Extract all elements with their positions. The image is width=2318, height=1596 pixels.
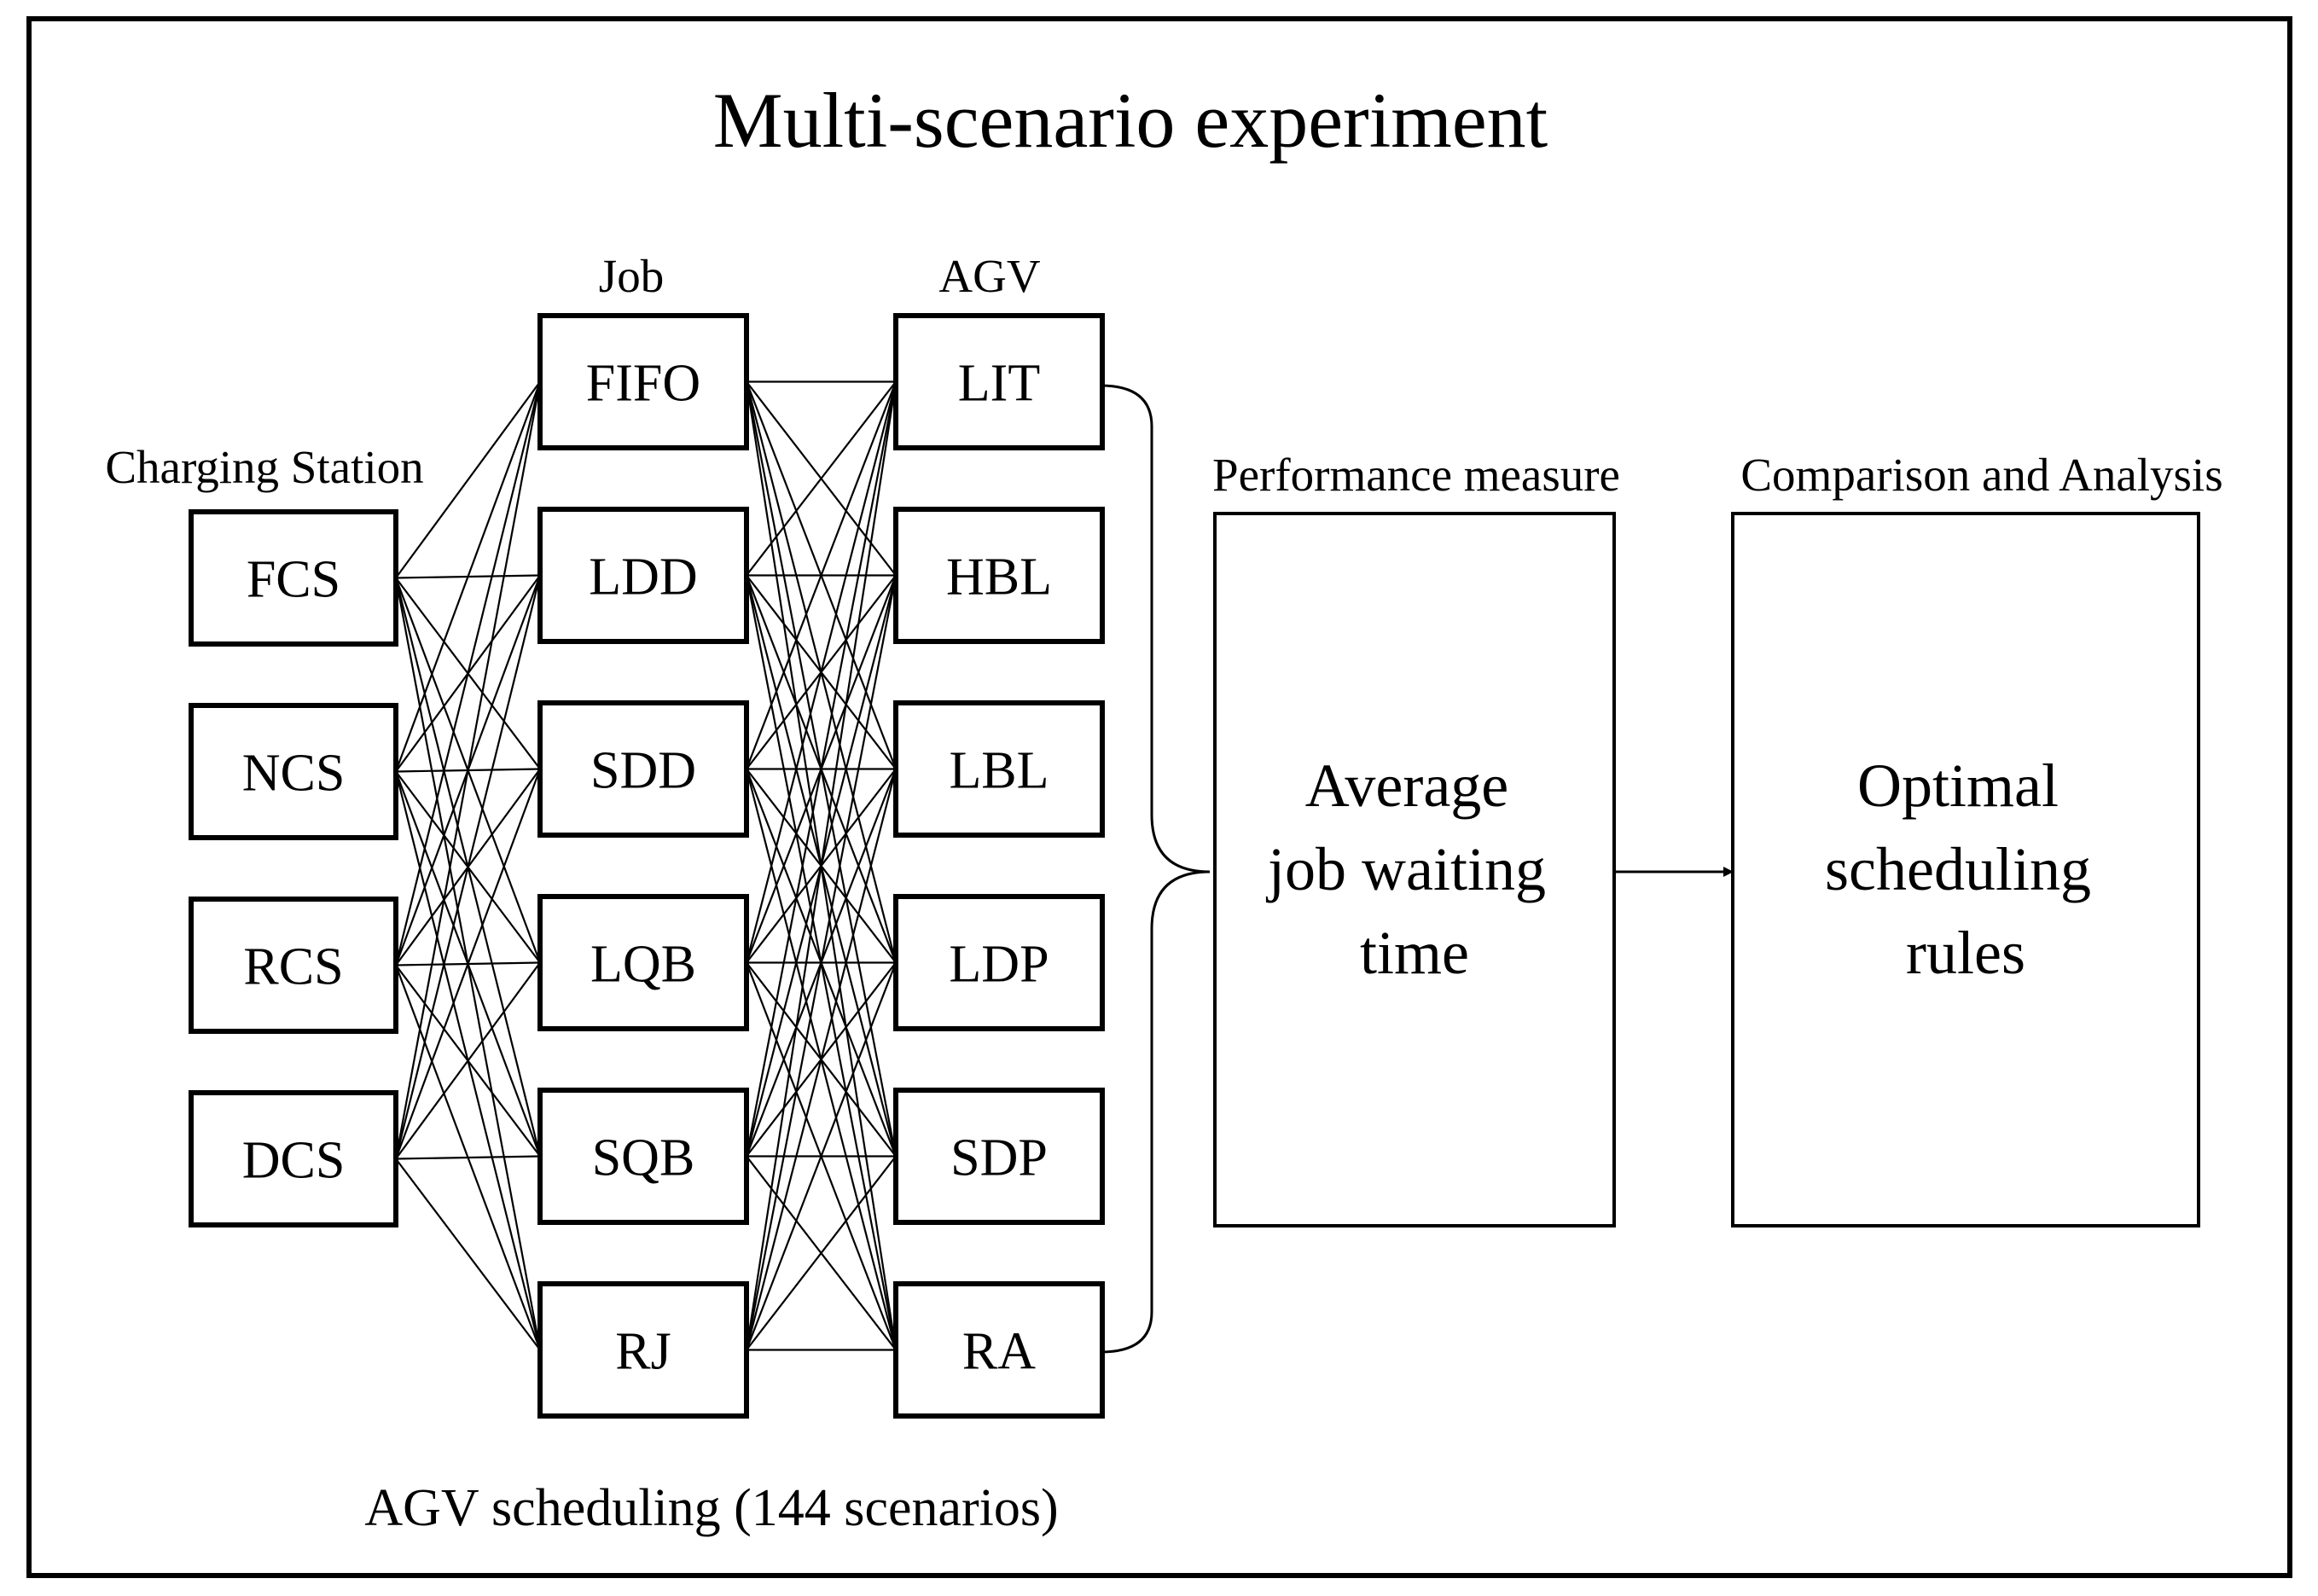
connection-line-rj-hbl [745, 575, 898, 1350]
node-label-rcs: RCS [243, 938, 343, 996]
performance-measure-box [1213, 512, 1616, 1227]
comparison-analysis-text: Optimal scheduling rules [1825, 752, 2106, 987]
node-box-sqb [537, 1088, 749, 1225]
node-box-lit [893, 313, 1105, 450]
node-box-fifo [537, 313, 749, 450]
scheduling-rule-nodes: FCS NCS RCS DCS FIFO LDD SDD LQB SQB RJ LIT HBL LBL L… [189, 313, 1105, 1419]
performance-line-1: Average [1305, 752, 1509, 820]
node-label-sqb: SQB [592, 1129, 695, 1187]
node-box-fcs [189, 509, 398, 647]
scheduling-caption: AGV scheduling (144 scenarios) [364, 1479, 1058, 1537]
connection-line-rj-lit [745, 381, 898, 1350]
connection-line-rj-ldp [745, 962, 898, 1350]
node-label-ncs: NCS [242, 745, 346, 803]
node-ncs: NCS [189, 703, 398, 840]
node-fcs: FCS [189, 509, 398, 647]
node-box-ldp [893, 894, 1105, 1031]
comparison-analysis-label: Comparison and Analysis [1740, 449, 2222, 501]
node-rj: RJ [537, 1281, 749, 1419]
diagram-title: Multi-scenario experiment [713, 77, 1548, 164]
connection-line-dcs-sqb [395, 1155, 541, 1160]
connection-line-rj-lbl [745, 769, 898, 1350]
node-ldp: LDP [893, 894, 1105, 1031]
node-ra: RA [893, 1281, 1105, 1419]
comparison-line-2: scheduling [1825, 835, 2091, 903]
node-sdd: SDD [537, 700, 749, 838]
node-hbl: HBL [893, 507, 1105, 644]
connection-line-dcs-fifo [394, 381, 542, 1159]
connection-lines [394, 380, 898, 1351]
node-label-fcs: FCS [247, 551, 340, 609]
node-sqb: SQB [537, 1088, 749, 1225]
node-lqb: LQB [537, 894, 749, 1031]
connection-line-dcs-lqb [395, 961, 541, 1160]
node-box-rj [537, 1281, 749, 1419]
node-label-ldd: LDD [589, 548, 697, 606]
node-label-ldp: LDP [949, 936, 1049, 994]
node-fifo: FIFO [537, 313, 749, 450]
node-label-dcs: DCS [242, 1132, 346, 1190]
node-box-ra [893, 1281, 1105, 1419]
performance-measure-text: Average job waiting time [1265, 752, 1561, 987]
connection-line-rj-sdp [746, 1155, 897, 1351]
node-label-lit: LIT [958, 355, 1040, 413]
node-rcs: RCS [189, 897, 398, 1034]
connection-line-dcs-sdd [394, 769, 542, 1159]
node-box-ncs [189, 703, 398, 840]
performance-measure-label: Performance measure [1212, 449, 1620, 501]
connection-line-fcs-fifo [395, 380, 541, 579]
node-box-sdp [893, 1088, 1105, 1225]
node-box-ldd [537, 507, 749, 644]
node-box-sdd [537, 700, 749, 838]
connection-line-ncs-fifo [394, 381, 542, 772]
connection-line-dcs-rj [395, 1158, 541, 1351]
agv-label: AGV [938, 250, 1040, 302]
performance-line-3: time [1360, 919, 1469, 987]
node-box-rcs [189, 897, 398, 1034]
performance-line-2: job waiting [1265, 835, 1546, 903]
node-box-dcs [189, 1090, 398, 1227]
comparison-analysis-box [1731, 512, 2200, 1227]
node-label-sdd: SDD [590, 742, 696, 800]
outer-frame [26, 16, 2292, 1578]
node-dcs: DCS [189, 1090, 398, 1227]
connection-line-dcs-ldd [394, 575, 542, 1159]
node-sdp: SDP [893, 1088, 1105, 1225]
node-label-sdp: SDP [950, 1129, 1048, 1187]
node-label-fifo: FIFO [586, 355, 700, 413]
connection-line-sdd-lit [745, 381, 898, 769]
node-lit: LIT [893, 313, 1105, 450]
node-label-rj: RJ [615, 1323, 671, 1381]
node-box-lbl [893, 700, 1105, 838]
node-label-lbl: LBL [949, 742, 1049, 800]
node-box-hbl [893, 507, 1105, 644]
node-label-hbl: HBL [946, 548, 1052, 606]
node-box-lqb [537, 894, 749, 1031]
comparison-line-3: rules [1906, 919, 2025, 987]
node-ldd: LDD [537, 507, 749, 644]
merge-brace [1100, 384, 1211, 1354]
connection-line-sqb-lit [745, 381, 898, 1157]
connection-line-ldd-lit [746, 380, 897, 577]
node-label-lqb: LQB [590, 936, 696, 994]
charging-station-label: Charging Station [105, 441, 423, 493]
comparison-line-1: Optimal [1857, 752, 2059, 820]
node-lbl: LBL [893, 700, 1105, 838]
connection-line-lqb-lit [745, 381, 898, 963]
node-label-ra: RA [962, 1323, 1036, 1381]
connection-line-rcs-fifo [394, 381, 542, 966]
job-label: Job [599, 250, 664, 302]
